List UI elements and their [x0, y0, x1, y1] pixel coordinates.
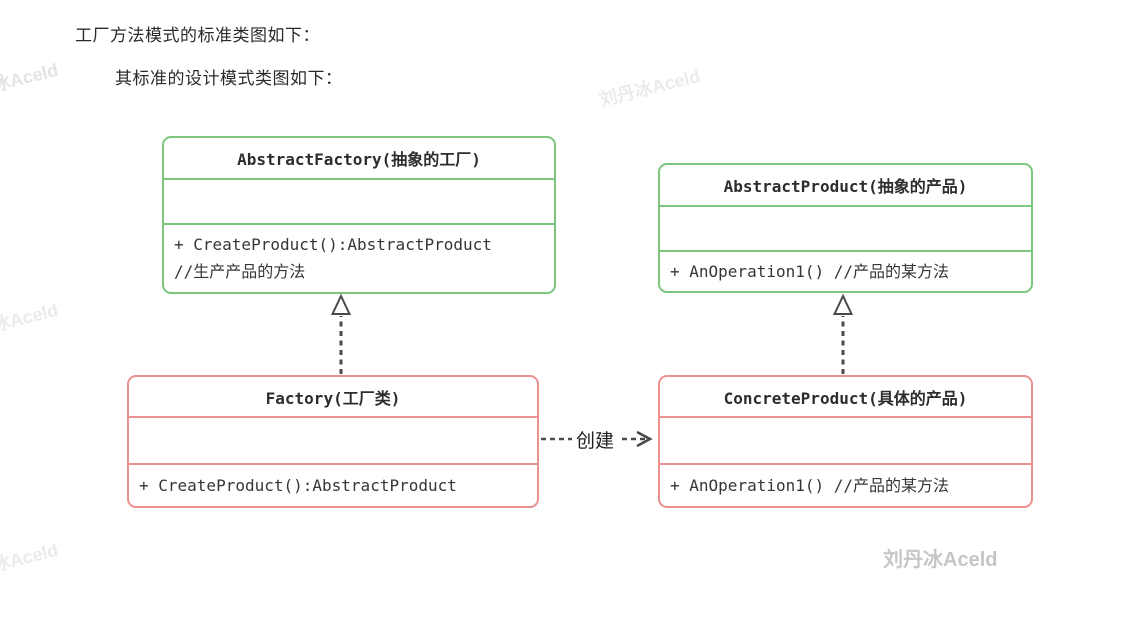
heading-line-1: 工厂方法模式的标准类图如下：	[75, 26, 320, 45]
class-box-abstract-product: AbstractProduct(抽象的产品) + AnOperation1() …	[658, 163, 1033, 293]
class-methods-factory: + CreateProduct():AbstractProduct	[129, 463, 537, 506]
watermark-faint-top-middle: 刘丹冰Aceld	[597, 65, 703, 111]
watermark-faint-middle-left: 刘丹冰Aceld	[0, 299, 61, 345]
method-comment: //生产产品的方法	[174, 262, 306, 281]
realization-arrow-concrete-product-to-abstract-product	[832, 293, 854, 374]
class-title-abstract-product: AbstractProduct(抽象的产品)	[723, 177, 968, 196]
method-text: + AnOperation1() //产品的某方法	[670, 261, 950, 281]
watermark-faint-top-left: 刘丹冰Aceld	[0, 59, 61, 105]
watermark-faint-bottom-left: 刘丹冰Aceld	[0, 539, 61, 585]
method-text: + CreateProduct():AbstractProduct	[174, 235, 492, 254]
class-box-concrete-product: ConcreteProduct(具体的产品) + AnOperation1() …	[658, 375, 1033, 508]
method-text: + CreateProduct():AbstractProduct	[139, 475, 457, 495]
dependency-label: 创建	[572, 426, 619, 453]
class-fields-abstract-factory	[164, 178, 554, 223]
class-fields-concrete-product	[660, 416, 1031, 463]
class-fields-abstract-product	[660, 205, 1031, 250]
class-box-factory: Factory(工厂类) + CreateProduct():AbstractP…	[127, 375, 539, 508]
class-fields-factory	[129, 416, 537, 463]
class-title-concrete-product: ConcreteProduct(具体的产品)	[723, 388, 968, 408]
watermark-author-logo: 刘丹冰Aceld	[883, 549, 998, 571]
class-title-abstract-factory: AbstractFactory(抽象的工厂)	[237, 150, 481, 169]
class-methods-abstract-factory: + CreateProduct():AbstractProduct //生产产品…	[164, 223, 554, 292]
heading-line-2: 其标准的设计模式类图如下：	[115, 69, 343, 88]
realization-arrow-factory-to-abstract-factory	[330, 293, 352, 374]
class-methods-abstract-product: + AnOperation1() //产品的某方法	[660, 250, 1031, 291]
class-title-factory: Factory(工厂类)	[265, 388, 401, 408]
class-box-abstract-factory: AbstractFactory(抽象的工厂) + CreateProduct()…	[162, 136, 556, 294]
method-text: + AnOperation1() //产品的某方法	[670, 475, 950, 495]
class-methods-concrete-product: + AnOperation1() //产品的某方法	[660, 463, 1031, 506]
